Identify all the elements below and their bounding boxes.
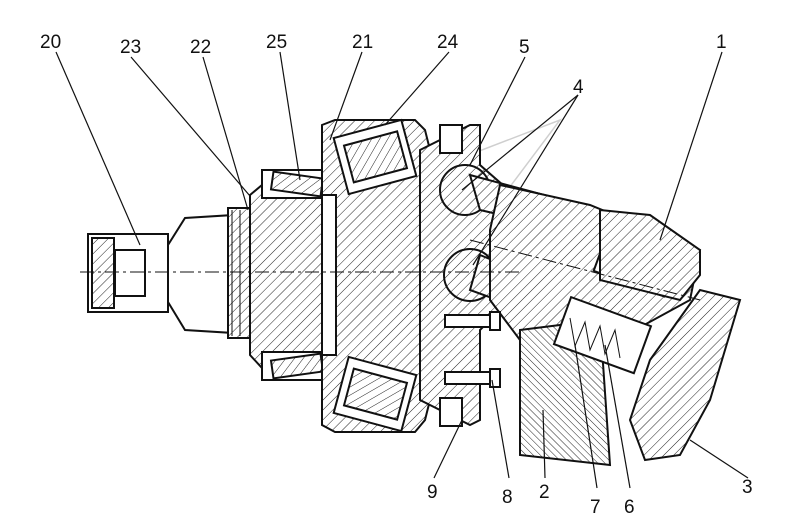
main-bearing-block bbox=[321, 118, 441, 433]
output-shaft bbox=[87, 207, 251, 339]
callout-24: 24 bbox=[437, 32, 459, 53]
callout-6: 6 bbox=[624, 497, 635, 518]
bearing-housing bbox=[249, 169, 331, 381]
bolts bbox=[444, 311, 501, 388]
callout-23: 23 bbox=[120, 37, 141, 58]
callout-21: 21 bbox=[352, 32, 373, 53]
tilted-axis bbox=[469, 239, 701, 301]
callout-8: 8 bbox=[502, 487, 513, 508]
callout-labels: 20 23 22 25 21 24 5 4 1 9 8 2 7 6 3 bbox=[40, 32, 753, 518]
callout-4: 4 bbox=[573, 77, 584, 98]
callout-20: 20 bbox=[40, 32, 61, 53]
callout-22: 22 bbox=[190, 37, 211, 58]
leader-lines bbox=[55, 51, 749, 489]
callout-5: 5 bbox=[519, 37, 530, 58]
callout-7: 7 bbox=[590, 497, 601, 518]
callout-25: 25 bbox=[266, 32, 287, 53]
callout-2: 2 bbox=[539, 482, 550, 503]
callout-3: 3 bbox=[742, 477, 753, 498]
callout-1: 1 bbox=[716, 32, 727, 53]
callout-9: 9 bbox=[427, 482, 438, 503]
end-cover bbox=[599, 208, 742, 462]
